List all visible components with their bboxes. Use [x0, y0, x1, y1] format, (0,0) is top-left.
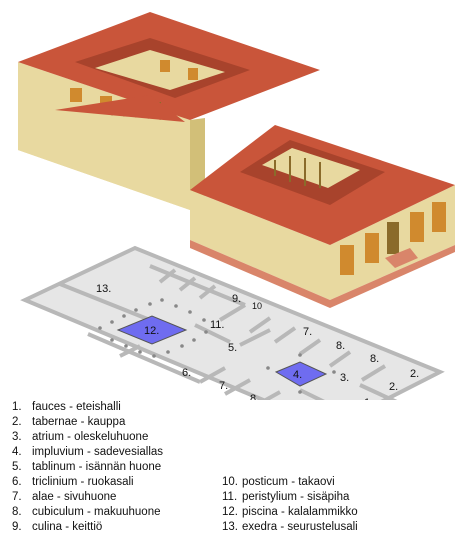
plan-label-tabernae: 2. [389, 381, 398, 393]
front-base-left [190, 240, 330, 308]
legend-left: 1.fauces - eteishalli 2.tabernae - kaupp… [12, 400, 163, 535]
peristyle-opening [262, 148, 360, 188]
domus-illustration: 13. 12. 11. 10 9. 7. 8. 8. 5. 4. 3. 2. 2… [18, 12, 455, 400]
window [160, 60, 170, 72]
plan-label-atrium: 3. [340, 372, 349, 384]
piscina-pool [116, 315, 188, 345]
shop-door [365, 233, 379, 263]
window [70, 88, 82, 102]
plan-label-triclinium: 6. [182, 367, 191, 379]
window [188, 68, 198, 80]
peristyle-plan-columns [98, 298, 208, 358]
legend-item: 1.fauces - eteishalli [12, 401, 121, 413]
plan-label-alae: 7. [219, 380, 228, 392]
atrium-plan-columns [266, 353, 336, 394]
entrance-steps [385, 248, 418, 268]
legend-item: 2.tabernae - kauppa [12, 416, 126, 428]
plan-label-piscina: 12. [144, 325, 159, 337]
shop-door [410, 212, 424, 242]
domus-3d-view [18, 12, 455, 308]
legend-item: 12.piscina - kalalammikko [222, 506, 358, 518]
plan-label-tablinum: 5. [228, 342, 237, 354]
plan-label-alae: 7. [303, 326, 312, 338]
front-base-right [330, 245, 455, 308]
plan-label-fauces: 1. [364, 397, 373, 400]
plan-label-cubiculum: 8. [370, 353, 379, 365]
legend-item: 9.culina - keittiö [12, 521, 103, 533]
legend-item: 3.atrium - oleskeluhuone [12, 431, 149, 443]
plan-label-cubiculum: 8. [250, 393, 259, 400]
legend-item: 11.peristylium - sisäpiha [222, 491, 350, 503]
entrance-doorway [387, 222, 399, 254]
rear-front-wall [55, 110, 190, 210]
plan-label-impluvium: 4. [293, 369, 302, 381]
front-left-wall [190, 190, 330, 300]
plan-label-culina: 9. [232, 293, 241, 305]
legend-right: 10.posticum - takaovi 11.peristylium - s… [222, 475, 358, 535]
plan-walls [59, 264, 398, 400]
legend-item: 4.impluvium - sadevesiallas [12, 446, 164, 458]
legend-item: 10.posticum - takaovi [222, 476, 335, 488]
plan-label-posticum: 10 [252, 301, 262, 311]
plan-label-cubiculum: 8. [336, 340, 345, 352]
front-roof-slope [55, 95, 185, 122]
legend-item: 5.tablinum - isännän huone [12, 461, 162, 473]
peristyle-columns [274, 156, 321, 188]
legend-item: 13.exedra - seurustelusali [222, 521, 358, 533]
plan-label-peristylium: 11. [210, 319, 224, 331]
shop-door [340, 245, 354, 275]
plan-label-tabernae: 2. [410, 368, 419, 380]
legend-item: 7.alae - sivuhuone [12, 491, 117, 503]
shop-door [432, 202, 446, 232]
floor-plan: 13. 12. 11. 10 9. 7. 8. 8. 5. 4. 3. 2. 2… [20, 245, 445, 400]
left-side-wall [18, 62, 55, 163]
legend-item: 8.cubiculum - makuuhuone [12, 506, 161, 518]
legend-item: 6.triclinium - ruokasali [12, 476, 134, 488]
impluvium-pool [274, 361, 328, 387]
plan-label-exedra: 13. [96, 283, 111, 295]
